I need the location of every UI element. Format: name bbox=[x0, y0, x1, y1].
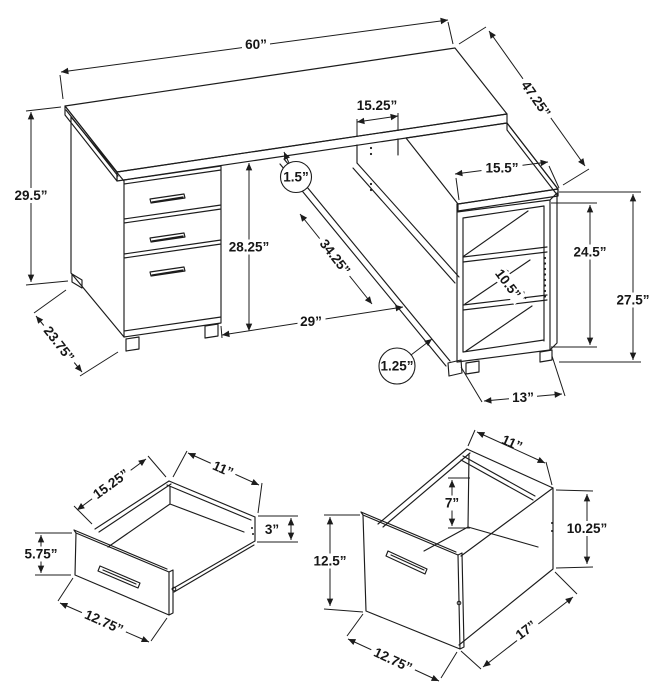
desktop-front-edge bbox=[116, 113, 508, 182]
label-desk-pedestal-depth: 23.75” bbox=[41, 323, 78, 364]
dim-bookcase-width: 13” bbox=[460, 355, 566, 405]
dim-desk-under-desk-diagonal: 34.25” bbox=[299, 213, 373, 305]
dim-small-drawer-side-height: 3” bbox=[257, 515, 298, 543]
dim-desk-overall-height: 29.5” bbox=[10, 106, 69, 286]
label-file-drawer-side-height: 10.25” bbox=[567, 521, 608, 536]
corner-panel-foot bbox=[447, 359, 463, 377]
label-desk-top-width: 60” bbox=[245, 37, 267, 52]
small-drawer-walls bbox=[94, 480, 256, 593]
small-drawer-dimensions: 15.25” 11” 3” 5.75” 12. bbox=[20, 450, 298, 643]
label-small-drawer-front-height: 5.75” bbox=[24, 547, 57, 562]
drawer-handles bbox=[149, 193, 186, 277]
label-small-drawer-front-width: 12.75” bbox=[82, 607, 125, 637]
callout-panel-thickness bbox=[378, 347, 416, 385]
small-drawer-handle bbox=[97, 565, 141, 589]
dim-desk-knee-clearance-height: 28.25” bbox=[225, 163, 273, 331]
pedestal-front bbox=[123, 165, 222, 338]
dim-desk-top-width: 60” bbox=[59, 17, 454, 100]
bookcase-frame bbox=[456, 192, 558, 363]
dim-small-drawer-front-width: 12.75” bbox=[57, 577, 168, 643]
desktop-top-surface bbox=[64, 47, 508, 173]
label-file-drawer-front-height: 12.5” bbox=[313, 554, 346, 569]
dim-desk-pedestal-depth: 23.75” bbox=[33, 289, 119, 377]
label-bookcase-width: 13” bbox=[512, 390, 534, 405]
dim-small-drawer-depth: 15.25” bbox=[73, 455, 167, 525]
dim-small-drawer-front-height: 5.75” bbox=[20, 532, 72, 576]
label-desk-return-depth: 47.25” bbox=[518, 78, 554, 120]
label-desk-cubby-width: 15.25” bbox=[357, 98, 398, 113]
label-panel-thickness: 1.25” bbox=[380, 359, 413, 374]
label-small-drawer-depth: 15.25” bbox=[90, 466, 132, 502]
desk-line-art bbox=[64, 47, 559, 377]
corner-panel-edges bbox=[279, 158, 460, 367]
label-small-drawer-side-height: 3” bbox=[265, 522, 279, 537]
label-desk-knee-width: 29” bbox=[300, 314, 322, 329]
dim-desk-knee-width: 29” bbox=[220, 304, 404, 339]
desktop-left-end bbox=[64, 105, 119, 182]
label-desk-under-diagonal: 34.25” bbox=[317, 236, 354, 277]
bookcase-feet bbox=[465, 349, 553, 375]
pedestal-feet bbox=[71, 273, 219, 352]
label-file-drawer-width: 11” bbox=[499, 432, 524, 454]
dim-file-drawer-width: 11” bbox=[467, 429, 553, 486]
file-drawer-handle bbox=[385, 550, 428, 575]
cubby-pin-holes bbox=[369, 146, 373, 192]
dim-panel-thickness: 1.25” bbox=[378, 338, 433, 385]
dim-desk-return-depth: 47.25” bbox=[458, 26, 590, 186]
dim-bookcase-height: 27.5” bbox=[559, 191, 654, 363]
label-desk-return-top-width: 15.5” bbox=[485, 161, 518, 176]
dim-file-drawer-front-width: 12.75” bbox=[346, 613, 458, 682]
shelf-pin-holes bbox=[543, 256, 547, 298]
dim-small-drawer-width: 11” bbox=[172, 450, 263, 514]
file-drawer-holes bbox=[456, 522, 553, 606]
label-file-drawer-front-width: 12.75” bbox=[371, 645, 414, 676]
label-bookcase-height: 27.5” bbox=[616, 293, 649, 308]
label-file-drawer-interior-height: 7” bbox=[445, 496, 459, 511]
pedestal-left-side bbox=[70, 116, 125, 338]
return-front-edge bbox=[457, 188, 559, 212]
callout-top-thickness bbox=[279, 160, 313, 194]
label-desk-overall-height: 29.5” bbox=[14, 188, 47, 203]
file-drawer-rails bbox=[460, 455, 536, 501]
bookcase-shelves bbox=[462, 246, 548, 311]
dim-desk-cubby-width: 15.25” bbox=[356, 98, 399, 136]
small-drawer-holes bbox=[171, 527, 254, 592]
small-drawer-front bbox=[73, 529, 174, 616]
label-desk-knee-clearance: 28.25” bbox=[229, 240, 270, 255]
small-drawer-line-art bbox=[73, 480, 256, 616]
return-right-edge bbox=[506, 122, 559, 197]
dim-file-drawer-front-height: 12.5” bbox=[309, 514, 364, 613]
dim-desk-return-top-width: 15.5” bbox=[454, 159, 560, 201]
dim-desk-top-thickness: 1.5” bbox=[279, 151, 313, 194]
dim-file-drawer-interior-height: 7” bbox=[443, 477, 470, 529]
dim-bookcase-opening-height: 24.5” bbox=[551, 202, 611, 348]
file-drawer-front bbox=[360, 511, 465, 650]
label-desk-top-thickness: 1.5” bbox=[283, 170, 309, 185]
file-drawer-line-art bbox=[360, 448, 554, 650]
cubby-dividers bbox=[356, 138, 399, 164]
dim-file-drawer-depth: 17” bbox=[460, 571, 578, 670]
dim-file-drawer-side-height: 10.25” bbox=[555, 489, 611, 569]
label-bookcase-opening-height: 24.5” bbox=[573, 245, 606, 260]
